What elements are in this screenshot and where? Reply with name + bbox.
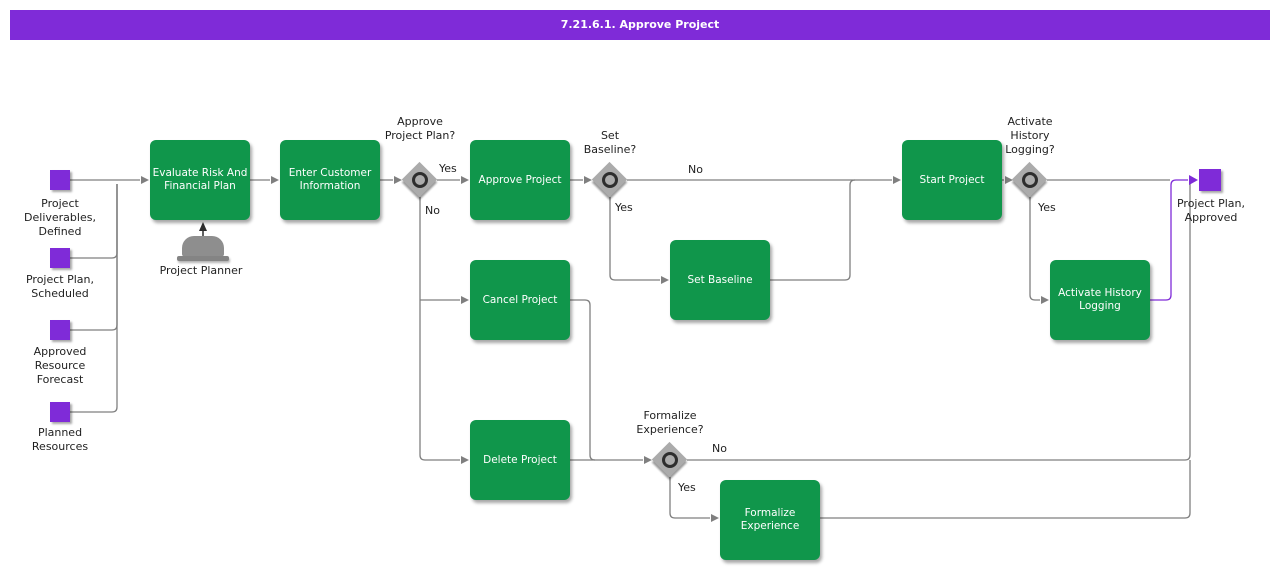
edge-decision1-no-to-delete [419,197,469,464]
start-event-label: Approved Resource Forecast [33,345,87,386]
decision-question: Formalize Experience? [636,409,704,436]
branch-label-no: No [425,204,440,217]
edge-start1-to-evaluate [70,176,149,184]
task-start-project[interactable]: Start Project [902,140,1002,220]
branch-label-no: No [688,163,703,176]
edge-start4-to-trunk [70,184,118,413]
edge-decision4-yes-to-formalize [669,477,719,522]
edge-enter-to-decision1 [380,176,402,184]
branch-label-yes: Yes [678,481,696,494]
decision-question: Set Baseline? [583,129,637,156]
start-event-square [50,320,70,340]
edge-decision2-no-to-start [627,176,901,184]
task-evaluate-risk[interactable]: Evaluate Risk And Financial Plan [150,140,250,220]
decision-circle-icon [602,172,618,188]
branch-label-yes: Yes [439,162,457,175]
start-event-square [50,248,70,268]
decision-circle-icon [662,452,678,468]
edge-setbaseline-to-start [770,179,856,281]
actor-label: Project Planner [159,264,243,277]
task-approve-project[interactable]: Approve Project [470,140,570,220]
branch-label-yes: Yes [615,201,633,214]
edge-cancel-to-merge [570,299,596,461]
decision-question: Approve Project Plan? [384,115,456,142]
task-set-baseline[interactable]: Set Baseline [670,240,770,320]
decision-circle-icon [412,172,428,188]
start-event-square [50,170,70,190]
task-delete-project[interactable]: Delete Project [470,420,570,500]
edge-decision4-no-to-end [687,183,1191,461]
edge-decision1-no-to-cancel [420,296,469,304]
edge-delete-to-decision4 [570,456,652,464]
edge-decision1-yes-to-approve [437,176,469,184]
task-enter-customer-information[interactable]: Enter Customer Information [280,140,380,220]
decision-circle-icon [1022,172,1038,188]
person-icon-brim [177,256,229,261]
person-icon-dome [182,236,224,257]
end-event-label: Project Plan, Approved [1176,197,1246,224]
edge-evaluate-to-enter [250,176,279,184]
start-event-label: Project Plan, Scheduled [25,273,95,300]
task-activate-history-logging[interactable]: Activate History Logging [1050,260,1150,340]
start-event-label: Project Deliverables, Defined [24,197,96,238]
task-formalize-experience[interactable]: Formalize Experience [720,480,820,560]
start-event-label: Planned Resources [31,426,89,453]
edge-decision2-yes-to-setbaseline [609,197,669,284]
edge-approve-to-decision2 [570,176,592,184]
end-event-square [1199,169,1221,191]
start-event-square [50,402,70,422]
edge-activate-to-end [1150,175,1198,301]
edge-formalize-to-end [820,460,1191,519]
diagram-title-bar: 7.21.6.1. Approve Project [10,10,1270,40]
branch-label-no: No [712,442,727,455]
branch-label-yes: Yes [1038,201,1056,214]
task-cancel-project[interactable]: Cancel Project [470,260,570,340]
edge-start-to-decision3 [1002,176,1013,184]
decision-question: Activate History Logging? [1005,115,1055,156]
edge-decision3-yes-to-activate [1029,197,1049,304]
